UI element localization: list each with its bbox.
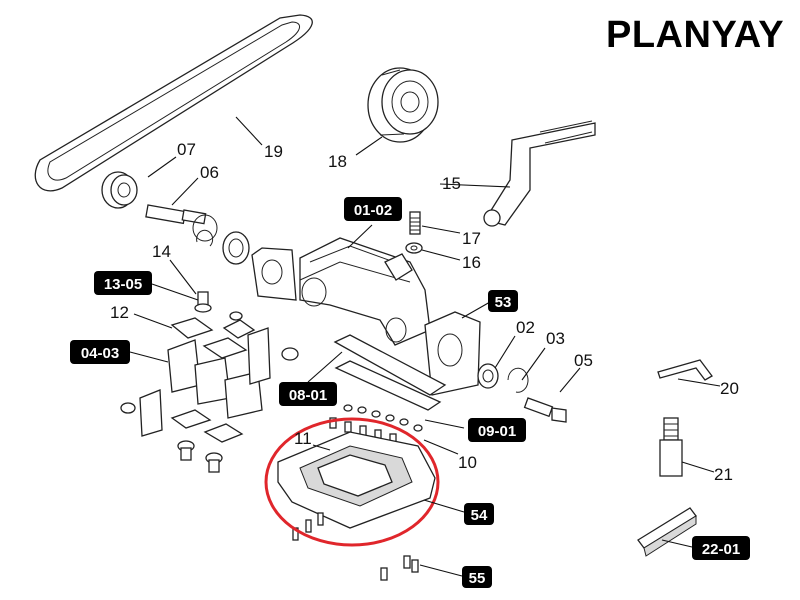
part-shaft: [145, 204, 218, 247]
tag-22-01: 22-01: [692, 536, 750, 560]
tag-13-05: 13-05: [94, 271, 152, 295]
tag-08-01: 08-01: [279, 382, 337, 406]
part-fitting: [659, 417, 683, 477]
label-12: 12: [110, 303, 129, 322]
part-fastener-14: [194, 291, 212, 313]
highlight-ellipse: [264, 417, 440, 547]
part-large-pulley: [367, 67, 439, 143]
svg-text:08-01: 08-01: [289, 387, 327, 404]
label-07: 07: [177, 140, 196, 159]
leader-lines: [129, 116, 721, 577]
part-bearing-left: [222, 231, 250, 265]
label-11: 11: [294, 429, 312, 448]
tag-01-02: 01-02: [344, 197, 402, 221]
tag-09-01: 09-01: [468, 418, 526, 442]
part-base-plate: [277, 431, 436, 541]
svg-text:09-01: 09-01: [478, 423, 516, 440]
label-03: 03: [546, 329, 565, 348]
svg-text:04-03: 04-03: [81, 345, 119, 362]
part-belt: [34, 14, 313, 192]
part-bearing-housing-left: [251, 247, 297, 301]
label-19: 19: [264, 142, 283, 161]
part-hex-key: [657, 359, 713, 381]
label-20: 20: [720, 379, 739, 398]
label-16: 16: [462, 253, 481, 272]
label-15: 15: [442, 174, 461, 193]
part-screw: [409, 211, 421, 235]
label-14: 14: [152, 242, 171, 261]
part-rubber-mount-plates: [170, 311, 299, 361]
label-17: 17: [462, 229, 481, 248]
label-05: 05: [574, 351, 593, 370]
tag-53: 53: [488, 290, 518, 312]
tag-54: 54: [464, 503, 494, 525]
label-18: 18: [328, 152, 347, 171]
svg-text:13-05: 13-05: [104, 276, 142, 293]
label-10: 10: [458, 453, 477, 472]
part-small-pulley: [101, 171, 138, 209]
part-rubber-pad: [637, 507, 697, 557]
svg-text:55: 55: [469, 570, 486, 587]
boxed-tags: 01-02 13-05 04-03 08-01 53 09-01 54 55: [70, 197, 750, 588]
part-base-strip: [333, 334, 447, 411]
svg-text:22-01: 22-01: [702, 541, 740, 558]
brand-logo-text: PLANYAY: [606, 14, 785, 56]
part-washer: [405, 242, 423, 254]
part-number-labels: 19 07 06 18 15 17 16 14 12 02 03 05 10 1…: [110, 140, 739, 484]
tag-04-03: 04-03: [70, 340, 130, 364]
part-rubber-blocks: [139, 327, 271, 437]
svg-text:54: 54: [471, 507, 488, 524]
part-bearing-right: [477, 363, 529, 393]
label-06: 06: [200, 163, 219, 182]
part-handle: [483, 120, 596, 227]
part-bolt: [523, 397, 567, 423]
svg-text:53: 53: [495, 294, 512, 311]
label-21: 21: [714, 465, 733, 484]
tag-55: 55: [462, 566, 492, 588]
label-02: 02: [516, 318, 535, 337]
part-plate-screws: [329, 404, 423, 445]
svg-text:01-02: 01-02: [354, 202, 392, 219]
part-main-frame: [299, 237, 431, 346]
part-lower-fasteners: [120, 402, 244, 473]
part-screws-55: [380, 555, 419, 581]
